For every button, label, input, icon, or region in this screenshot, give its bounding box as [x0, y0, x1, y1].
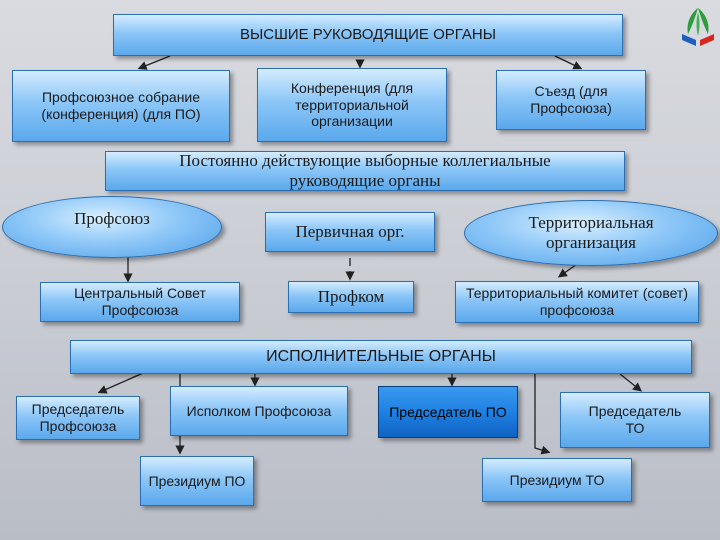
supreme-bodies-title: ВЫСШИЕ РУКОВОДЯЩИЕ ОРГАНЫ — [239, 26, 497, 43]
collegial-bodies-title: Постоянно действующие выборные коллегиал… — [179, 150, 551, 190]
territorial-committee-label: Территориальный комитет (совет) профсоюз… — [465, 285, 689, 318]
territorial-org-label: Территориальная организация — [528, 212, 654, 252]
union-ellipse: Профсоюз — [2, 196, 222, 258]
union-chair-box: Председатель Профсоюза — [16, 396, 140, 440]
arrow-top-to-assembly — [137, 55, 171, 70]
line-exec-to-to-presidium — [534, 372, 551, 455]
territorial-org-ellipse: Территориальная организация — [464, 200, 718, 266]
profkom-label: Профком — [317, 286, 385, 306]
central-council-box: Центральный Совет Профсоюза — [40, 282, 240, 322]
union-label: Профсоюз — [74, 209, 150, 228]
supreme-bodies-header: ВЫСШИЕ РУКОВОДЯЩИЕ ОРГАНЫ — [113, 14, 623, 56]
to-chair-box: Председатель ТО — [560, 392, 710, 448]
territorial-committee-box: Территориальный комитет (совет) профсоюз… — [455, 281, 699, 323]
collegial-bodies-header: Постоянно действующие выборные коллегиал… — [105, 151, 625, 191]
arrow-top-to-congress — [554, 55, 583, 70]
union-assembly-box: Профсоюзное собрание (конференция) (для … — [12, 70, 230, 142]
union-assembly-label: Профсоюзное собрание (конференция) (для … — [41, 89, 201, 122]
congress-box: Съезд (для Профсоюза) — [496, 70, 646, 130]
ispolkom-box: Исполком Профсоюза — [170, 386, 348, 436]
executive-bodies-title: ИСПОЛНИТЕЛЬНЫЕ ОРГАНЫ — [266, 348, 496, 366]
central-council-label: Центральный Совет Профсоюза — [74, 285, 206, 318]
union-chair-label: Председатель Профсоюза — [31, 401, 125, 434]
to-presidium-label: Президиум ТО — [509, 471, 605, 488]
primary-org-box: Первичная орг. — [265, 212, 435, 252]
po-chair-label: Председатель ПО — [389, 403, 507, 420]
conference-box: Конференция (для территориальной организ… — [257, 68, 447, 142]
po-presidium-box: Президиум ПО — [140, 456, 254, 506]
union-logo-icon — [678, 4, 718, 48]
arrow-exec-to-to-chair — [619, 373, 643, 392]
congress-label: Съезд (для Профсоюза) — [530, 83, 612, 116]
executive-bodies-header: ИСПОЛНИТЕЛЬНЫЕ ОРГАНЫ — [70, 340, 692, 374]
to-chair-label: Председатель ТО — [588, 403, 682, 436]
profkom-box: Профком — [288, 281, 414, 313]
po-presidium-label: Президиум ПО — [148, 472, 246, 489]
to-presidium-box: Президиум ТО — [482, 458, 632, 502]
conference-label: Конференция (для территориальной организ… — [290, 79, 414, 130]
po-chair-box: Председатель ПО — [378, 386, 518, 438]
ispolkom-label: Исполком Профсоюза — [186, 402, 332, 419]
primary-org-label: Первичная орг. — [295, 221, 405, 241]
